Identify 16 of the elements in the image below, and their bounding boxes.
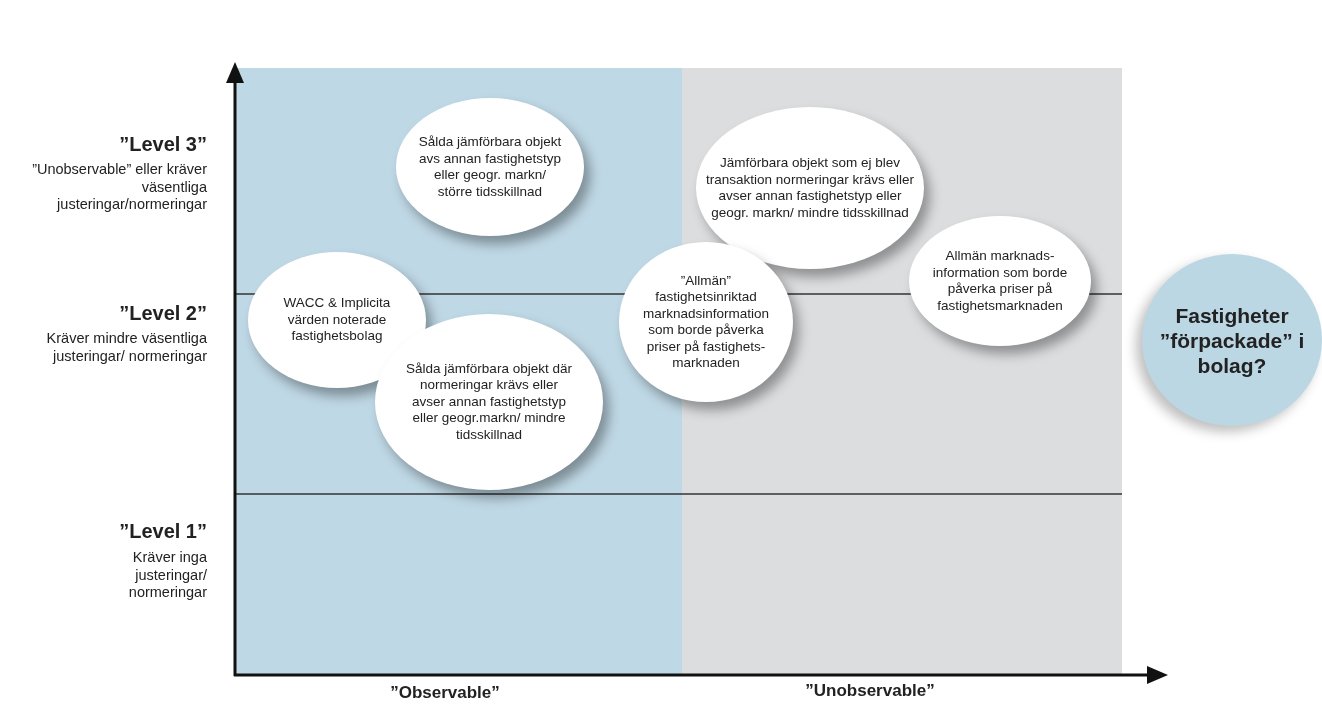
bubble-text: Fastigheter ”förpackade” i bolag?: [1158, 302, 1306, 378]
level-heading: ”Level 2”: [118, 302, 207, 325]
level-heading: ”Level 1”: [118, 520, 207, 543]
bubble-text: ”Allmän” fastighetsinriktad marknadsinformation som borde påverka priser på fastighets-marknaden: [641, 272, 771, 372]
bubble-text: WACC & Implicita värden noterade fastighetsbolag: [282, 295, 392, 345]
bubble-text: Sålda jämförbara objekt där normeringar krävs eller avser annan fastighetstyp eller geogr.markn/ mindre tidsskillnad: [405, 360, 573, 444]
bubble-text: Jämförbara objekt som ej blev transaktion normeringar krävs eller avser annan fastighetstyp eller geogr. markn/ mindre tidsskillnad: [705, 155, 915, 221]
axis-label: ”Observable”: [389, 683, 501, 703]
level-description: ”Unobservable” eller kräver väsentliga justeringar/normeringar: [31, 161, 207, 214]
level-heading: ”Level 3”: [118, 133, 207, 156]
level-description: Kräver inga justeringar/ normeringar: [127, 549, 207, 602]
axis-label: ”Unobservable”: [804, 681, 936, 701]
circle-bubble: [1142, 254, 1322, 426]
bubble-text: Allmän marknads-information som borde påverka priser på fastighetsmarknaden: [931, 248, 1069, 314]
level-description: Kräver mindre väsentliga justeringar/ normeringar: [45, 330, 207, 365]
bubble-text: Sålda jämförbara objekt avs annan fastighetstyp eller geogr. markn/ större tidsskillnad: [417, 134, 563, 200]
